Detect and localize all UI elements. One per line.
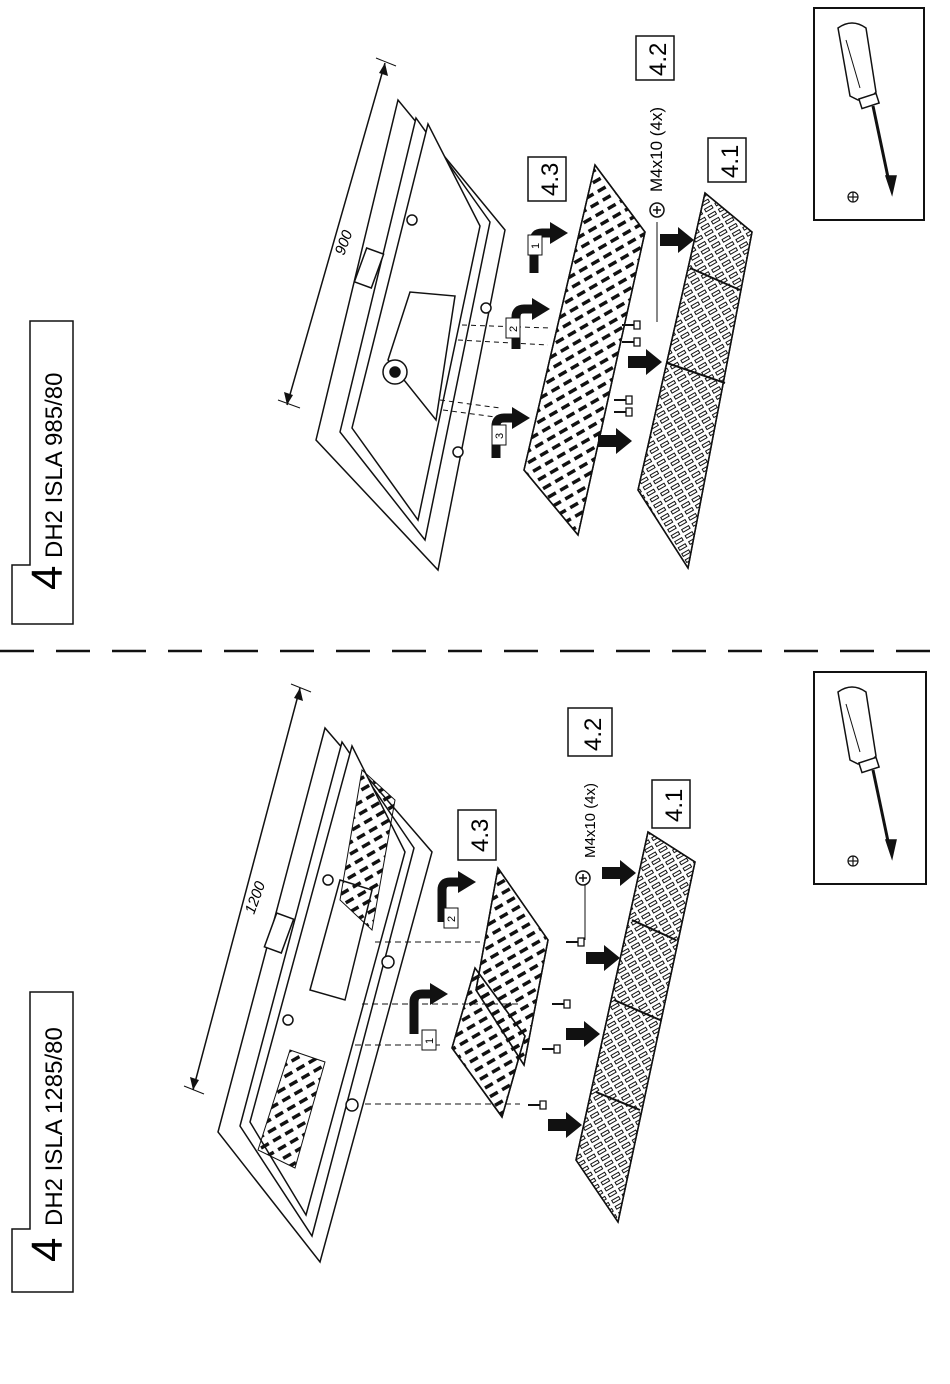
step-number: 4 <box>23 1238 72 1262</box>
metal-filter <box>576 832 695 1222</box>
order-step-3: 3 <box>492 425 506 445</box>
tool-box <box>814 672 926 884</box>
callout-panel: 4.3 <box>528 157 566 201</box>
hood-body <box>218 728 432 1262</box>
callout-panel: 4.3 <box>458 810 496 860</box>
svg-text:4.2: 4.2 <box>580 718 607 751</box>
callout-screw: 4.2 <box>636 36 674 80</box>
order-step-2: 2 <box>444 908 458 928</box>
screw-spec: M4x10 (4x) <box>582 783 599 858</box>
order-step-2: 2 <box>506 318 520 338</box>
top-panel: 4 DH2 ISLA 985/80 900 <box>12 8 924 624</box>
tool-box <box>814 8 924 220</box>
model-label: DH2 ISLA 1285/80 <box>41 1027 68 1226</box>
cover-panel <box>524 165 645 535</box>
svg-text:2: 2 <box>508 326 520 332</box>
svg-text:4.2: 4.2 <box>645 43 672 76</box>
svg-text:1: 1 <box>424 1038 436 1044</box>
svg-text:4.1: 4.1 <box>661 789 688 822</box>
screw-spec: M4x10 (4x) <box>647 107 666 192</box>
callout-filter: 4.1 <box>708 138 746 182</box>
step-number: 4 <box>23 566 72 590</box>
svg-text:2: 2 <box>446 916 458 922</box>
callout-filter: 4.1 <box>652 780 690 828</box>
model-label: DH2 ISLA 985/80 <box>41 373 68 558</box>
order-step-1: 1 <box>422 1030 436 1050</box>
callout-screw: 4.2 <box>568 708 612 756</box>
width-value: 900 <box>332 227 357 257</box>
svg-text:4.3: 4.3 <box>467 819 494 852</box>
svg-text:1: 1 <box>530 243 542 249</box>
metal-filter <box>638 193 752 568</box>
svg-text:3: 3 <box>494 433 506 439</box>
phillips-icon <box>848 192 858 202</box>
order-step-1: 1 <box>528 235 542 255</box>
bottom-panel: 4 DH2 ISLA 1285/80 1200 <box>12 672 926 1292</box>
hood-body <box>316 100 505 570</box>
width-value: 1200 <box>242 879 270 917</box>
svg-text:4.3: 4.3 <box>537 163 564 196</box>
phillips-icon <box>848 856 858 866</box>
svg-text:4.1: 4.1 <box>717 145 744 178</box>
